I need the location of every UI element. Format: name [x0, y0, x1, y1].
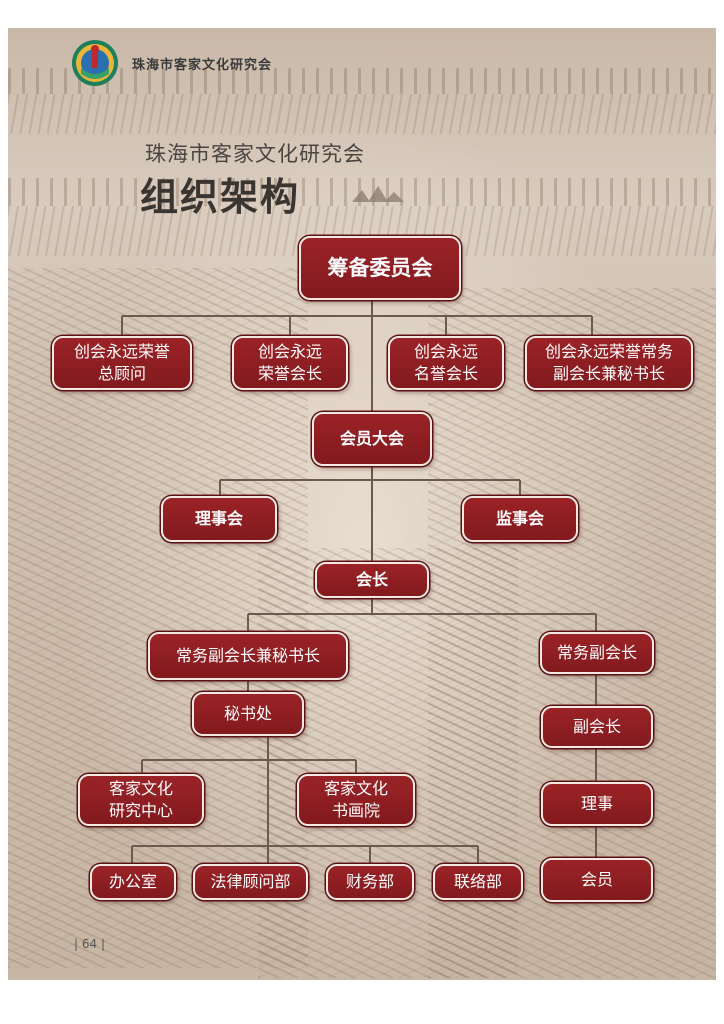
node-honorary-president: 创会永远 荣誉会长 — [232, 336, 348, 390]
node-research-center: 客家文化 研究中心 — [78, 774, 204, 826]
node-member: 会员 — [541, 858, 653, 902]
page-number: | 64 | — [74, 937, 105, 951]
node-liaison: 联络部 — [433, 864, 523, 900]
node-general-assembly: 会员大会 — [312, 412, 432, 466]
header-org-name: 珠海市客家文化研究会 — [132, 58, 273, 73]
node-honorary-exec-vp-secretary: 创会永远荣誉常务 副会长兼秘书长 — [525, 336, 693, 390]
node-exec-vp-secretary-general: 常务副会长兼秘书长 — [148, 632, 348, 680]
node-finance: 财务部 — [326, 864, 414, 900]
node-legal-advisory: 法律顾问部 — [193, 864, 308, 900]
node-calligraphy-academy: 客家文化 书画院 — [297, 774, 415, 826]
node-exec-vp: 常务副会长 — [540, 632, 654, 674]
page-title: 组织架构 — [140, 175, 301, 219]
node-office: 办公室 — [90, 864, 176, 900]
node-council: 理事会 — [161, 496, 277, 542]
roof-ornament-icon — [352, 186, 404, 202]
node-preparatory-committee: 筹备委员会 — [299, 236, 461, 300]
node-supervisory-board: 监事会 — [462, 496, 578, 542]
node-honorary-advisor: 创会永远荣誉 总顾问 — [52, 336, 192, 390]
node-vice-president: 副会长 — [541, 706, 653, 748]
emblem-logo-icon — [72, 40, 118, 86]
node-secretariat: 秘书处 — [192, 692, 304, 736]
node-reputation-president: 创会永远 名誉会长 — [388, 336, 504, 390]
page-subtitle: 珠海市客家文化研究会 — [145, 142, 365, 166]
node-director: 理事 — [541, 782, 653, 826]
node-president: 会长 — [315, 562, 429, 598]
